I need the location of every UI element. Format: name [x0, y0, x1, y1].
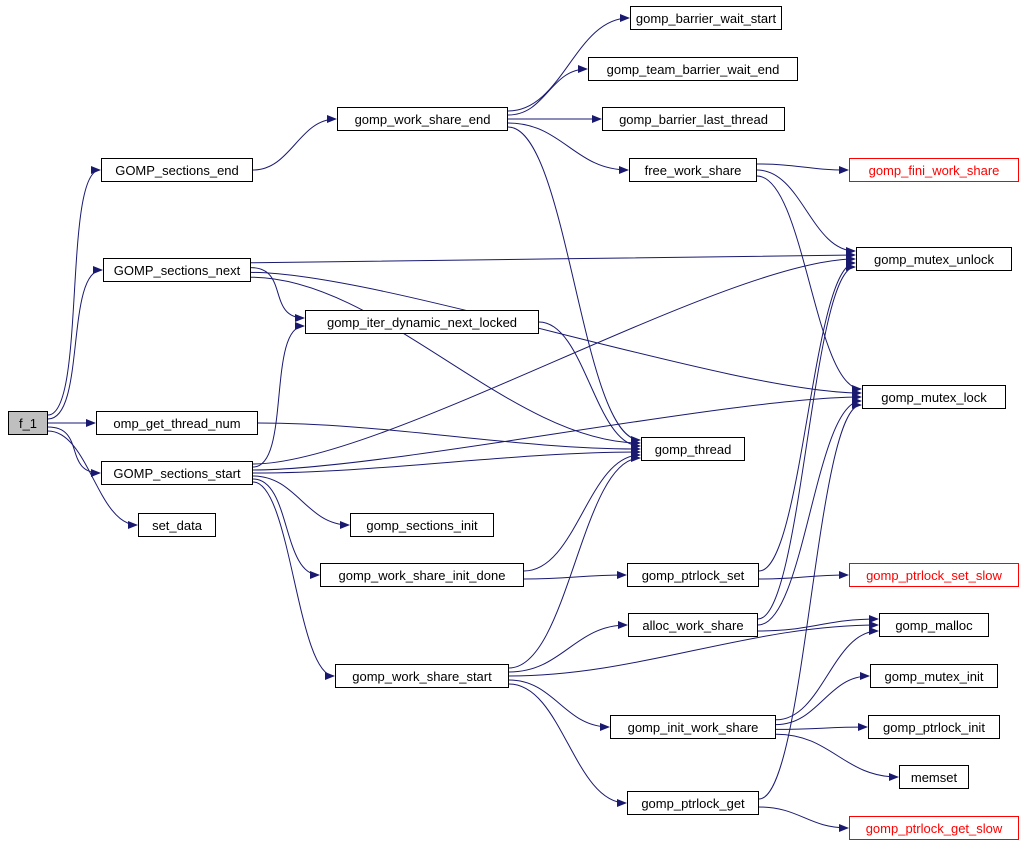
call-edge-GOMP_sections_start--gomp_sections_init [252, 475, 350, 529]
graph-node-gomp_work_share_init_done[interactable]: gomp_work_share_init_done [320, 563, 524, 587]
graph-node-alloc_work_share[interactable]: alloc_work_share [628, 613, 758, 637]
call-edge-GOMP_sections_start--gomp_thread [252, 448, 641, 474]
call-edge-free_work_share--gomp_mutex_lock [756, 175, 862, 393]
call-edge-gomp_work_share_start--gomp_malloc [508, 621, 879, 677]
graph-node-gomp_team_barrier_wait_end[interactable]: gomp_team_barrier_wait_end [588, 57, 798, 81]
graph-node-gomp_malloc[interactable]: gomp_malloc [879, 613, 989, 637]
graph-node-gomp_ptrlock_get_slow[interactable]: gomp_ptrlock_get_slow [849, 816, 1019, 840]
call-edge-f_1--GOMP_sections_next [47, 266, 103, 420]
graph-node-memset[interactable]: memset [899, 765, 969, 789]
call-edge-free_work_share--gomp_mutex_unlock [756, 169, 856, 255]
call-edge-f_1--GOMP_sections_start [47, 426, 101, 477]
call-edge-gomp_ptrlock_get--gomp_ptrlock_get_slow [758, 806, 849, 832]
graph-node-free_work_share[interactable]: free_work_share [629, 158, 757, 182]
graph-node-gomp_barrier_wait_start[interactable]: gomp_barrier_wait_start [630, 6, 782, 30]
graph-node-set_data[interactable]: set_data [138, 513, 216, 537]
call-edge-alloc_work_share--gomp_mutex_unlock [757, 263, 856, 620]
graph-node-gomp_fini_work_share[interactable]: gomp_fini_work_share [849, 158, 1019, 182]
call-edge-f_1--GOMP_sections_end [47, 166, 101, 416]
call-edge-alloc_work_share--gomp_mutex_lock [757, 397, 862, 626]
call-edge-gomp_work_share_end--free_work_share [507, 122, 629, 174]
graph-node-gomp_sections_init[interactable]: gomp_sections_init [350, 513, 494, 537]
call-edge-GOMP_sections_start--gomp_iter_dynamic_next_locked [252, 322, 305, 468]
call-edge-gomp_init_work_share--gomp_ptrlock_init [775, 723, 868, 732]
call-edge-gomp_work_share_start--gomp_thread [508, 454, 641, 669]
call-edge-gomp_work_share_start--gomp_ptrlock_get [508, 683, 627, 807]
graph-node-GOMP_sections_next[interactable]: GOMP_sections_next [103, 258, 251, 282]
call-edge-gomp_init_work_share--memset [775, 733, 899, 781]
call-edge-GOMP_sections_start--gomp_work_share_init_done [252, 478, 320, 579]
call-edge-alloc_work_share--gomp_malloc [757, 615, 879, 632]
call-edge-GOMP_sections_next--gomp_mutex_lock [250, 271, 862, 397]
call-edge-GOMP_sections_start--gomp_work_share_start [252, 481, 335, 680]
call-edge-gomp_ptrlock_get--gomp_mutex_lock [758, 401, 862, 800]
graph-node-GOMP_sections_start[interactable]: GOMP_sections_start [101, 461, 253, 485]
graph-node-omp_get_thread_num[interactable]: omp_get_thread_num [96, 411, 258, 435]
call-edge-gomp_ptrlock_set--gomp_ptrlock_set_slow [758, 571, 849, 580]
call-edge-GOMP_sections_next--gomp_iter_dynamic_next_locked [250, 267, 305, 322]
graph-node-gomp_ptrlock_get[interactable]: gomp_ptrlock_get [627, 791, 759, 815]
call-edge-free_work_share--gomp_fini_work_share [756, 163, 849, 174]
call-edge-gomp_ptrlock_set--gomp_mutex_unlock [758, 259, 856, 572]
graph-node-f_1: f_1 [8, 411, 48, 435]
graph-node-gomp_mutex_init[interactable]: gomp_mutex_init [870, 664, 998, 688]
call-edge-omp_get_thread_num--gomp_thread [257, 422, 641, 453]
graph-node-gomp_thread[interactable]: gomp_thread [641, 437, 745, 461]
call-edge-GOMP_sections_next--gomp_thread [250, 276, 641, 447]
call-edge-gomp_work_share_start--alloc_work_share [508, 621, 628, 673]
call-edge-GOMP_sections_start--gomp_mutex_unlock [252, 255, 856, 465]
graph-node-gomp_work_share_start[interactable]: gomp_work_share_start [335, 664, 509, 688]
call-edge-f_1--set_data [47, 430, 138, 529]
graph-node-gomp_mutex_unlock[interactable]: gomp_mutex_unlock [856, 247, 1012, 271]
call-edge-gomp_work_share_start--gomp_init_work_share [508, 679, 610, 731]
call-edge-gomp_work_share_end--gomp_thread [507, 126, 641, 444]
graph-node-gomp_init_work_share[interactable]: gomp_init_work_share [610, 715, 776, 739]
call-edge-gomp_work_share_init_done--gomp_ptrlock_set [523, 571, 627, 580]
graph-node-gomp_ptrlock_init[interactable]: gomp_ptrlock_init [868, 715, 1000, 739]
graph-node-gomp_ptrlock_set[interactable]: gomp_ptrlock_set [627, 563, 759, 587]
call-edge-gomp_iter_dynamic_next_locked--gomp_thread [538, 321, 641, 450]
graph-node-gomp_barrier_last_thread[interactable]: gomp_barrier_last_thread [602, 107, 785, 131]
call-edge-gomp_work_share_end--gomp_barrier_wait_start [507, 14, 630, 112]
call-edge-gomp_init_work_share--gomp_malloc [775, 627, 879, 721]
call-edge-GOMP_sections_start--gomp_mutex_lock [252, 393, 862, 471]
graph-node-gomp_ptrlock_set_slow[interactable]: gomp_ptrlock_set_slow [849, 563, 1019, 587]
graph-node-gomp_mutex_lock[interactable]: gomp_mutex_lock [862, 385, 1006, 409]
call-edge-gomp_work_share_init_done--gomp_thread [523, 451, 641, 572]
call-edge-gomp_work_share_end--gomp_team_barrier_wait_end [507, 65, 588, 116]
call-edge-gomp_init_work_share--gomp_mutex_init [775, 672, 870, 726]
graph-node-gomp_work_share_end[interactable]: gomp_work_share_end [337, 107, 508, 131]
call-edge-GOMP_sections_next--gomp_mutex_unlock [250, 251, 856, 264]
call-edge-GOMP_sections_end--gomp_work_share_end [252, 115, 337, 171]
graph-node-GOMP_sections_end[interactable]: GOMP_sections_end [101, 158, 253, 182]
graph-node-gomp_iter_dynamic_next_locked[interactable]: gomp_iter_dynamic_next_locked [305, 310, 539, 334]
